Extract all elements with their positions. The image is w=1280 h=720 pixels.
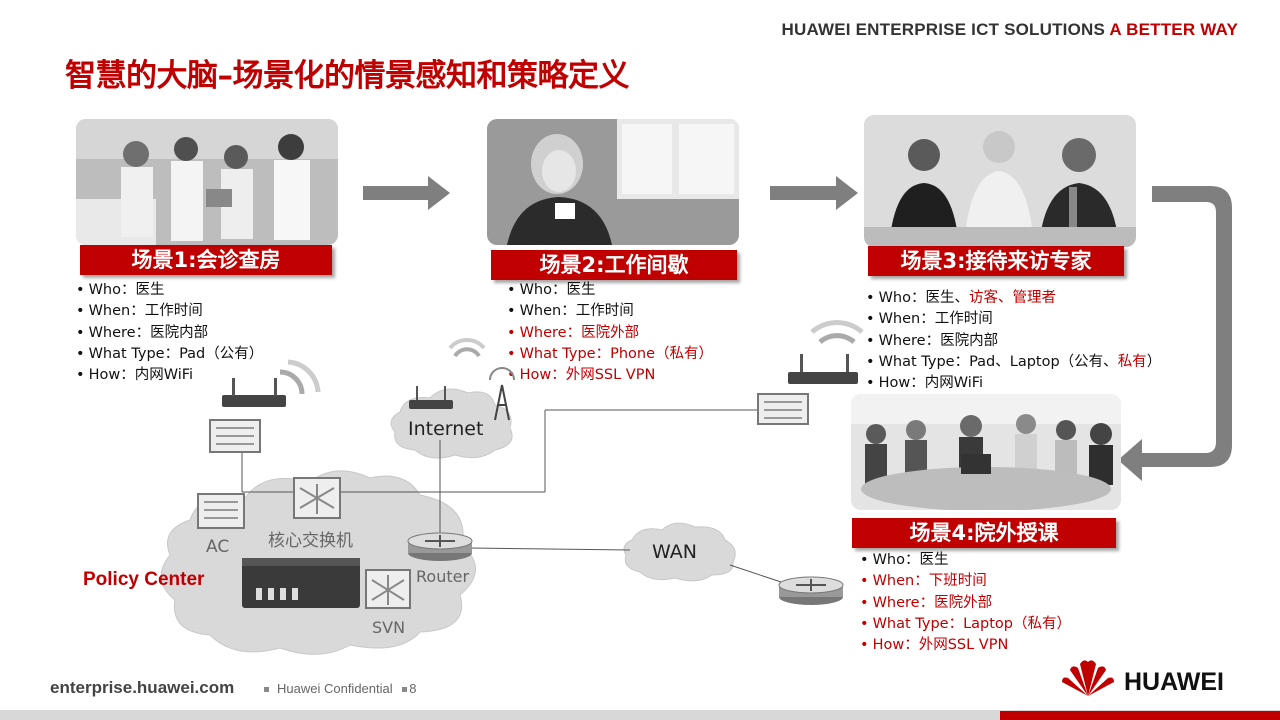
link-wan-router2 <box>729 564 791 586</box>
scene2-when: When：工作时间 <box>507 301 713 322</box>
scene2-details: Who：医生 When：工作时间 Where：医院外部 What Type：Ph… <box>507 280 713 386</box>
scene3-who: Who：医生、访客、管理者 <box>866 288 1161 309</box>
wan-cloud <box>623 522 736 582</box>
page-title: 智慧的大脑–场景化的情景感知和策略定义 <box>65 58 630 94</box>
svn-label: SVN <box>372 618 406 637</box>
scene3-type: What Type：Pad、Laptop（公有、私有） <box>866 352 1162 373</box>
router-icon <box>407 532 473 561</box>
router2-icon <box>778 576 844 605</box>
scene1-details: Who：医生 When：工作时间 Where：医院内部 What Type：Pa… <box>76 280 264 386</box>
scene3-when: When：工作时间 <box>866 309 1161 330</box>
scene3-banner: 场景3:接待来访专家 <box>868 246 1124 276</box>
scene4-type: What Type：Laptop（私有） <box>860 614 1071 635</box>
core-switch-label: 核心交换机 <box>268 531 353 551</box>
huawei-logo-text: HUAWEI <box>1124 668 1224 696</box>
switch-scene1 <box>209 419 261 453</box>
link-router-wan <box>469 547 631 551</box>
header-brand: HUAWEI ENTERPRISE ICT SOLUTIONS A BETTER… <box>781 20 1238 40</box>
scene3-type-tail: ） <box>1146 353 1162 370</box>
wan-label: WAN <box>652 541 697 563</box>
scene1-who: Who：医生 <box>76 280 263 301</box>
header-brand-text: HUAWEI ENTERPRISE ICT SOLUTIONS <box>781 20 1106 39</box>
scene4-when: When：下班时间 <box>860 571 1071 592</box>
scene1-type: What Type：Pad（公有） <box>76 344 264 365</box>
scene4-photo <box>851 394 1121 510</box>
scene3-where: Where：医院内部 <box>866 331 1161 352</box>
scene1-where: Where：医院内部 <box>76 323 263 344</box>
huawei-logo-icon <box>1062 660 1114 696</box>
scene1-photo <box>76 119 338 245</box>
router-label: Router <box>416 567 470 586</box>
ac-label: AC <box>206 537 230 557</box>
scene4-who: Who：医生 <box>860 550 1071 571</box>
scene2-who: Who：医生 <box>507 280 713 301</box>
ac-icon <box>197 493 245 529</box>
scene3-who-highlight: 访客、管理者 <box>968 290 1056 306</box>
scene2-where: Where：医院外部 <box>507 323 713 344</box>
ap-scene3 <box>788 320 864 384</box>
scene3-how: How：内网WiFi <box>866 373 1161 394</box>
scene4-details: Who：医生 When：下班时间 Where：医院外部 What Type：La… <box>860 550 1071 656</box>
policy-server-icon <box>242 558 360 608</box>
footer-confidential-text: Huawei Confidential <box>277 681 393 696</box>
arrow-scene2-to-3 <box>770 176 858 210</box>
scene3-details: Who：医生、访客、管理者 When：工作时间 Where：医院内部 What … <box>866 288 1162 394</box>
scene3-type-highlight: 私有 <box>1117 353 1147 370</box>
footer-page-number: 8 <box>409 681 417 696</box>
scene3-type-text: What Type：Pad、Laptop（公有、 <box>878 353 1118 370</box>
scene4-how: How：外网SSL VPN <box>860 635 1071 656</box>
cell-tower-icon <box>489 367 515 421</box>
scene3-photo <box>864 115 1136 247</box>
scene2-type: What Type：Phone（私有） <box>507 344 713 365</box>
footer-bar <box>0 710 1280 720</box>
scene2-how: How：外网SSL VPN <box>507 365 713 386</box>
arrow-scene3-to-4 <box>1118 186 1232 481</box>
scene1-banner: 场景1:会诊查房 <box>80 245 332 275</box>
ap-internet <box>409 337 486 409</box>
scene4-where: Where：医院外部 <box>860 593 1071 614</box>
scene3-who-text: Who：医生、 <box>878 290 969 306</box>
scene1-when: When：工作时间 <box>76 301 263 322</box>
ap-scene1 <box>222 359 321 407</box>
footer-confidential: Huawei Confidential 8 <box>264 681 416 696</box>
policy-center-label: Policy Center <box>83 569 205 590</box>
footer-square-1 <box>264 687 269 693</box>
scene1-how: How：内网WiFi <box>76 365 263 386</box>
footer-site: enterprise.huawei.com <box>50 678 235 697</box>
svn-icon <box>365 569 411 609</box>
footer-bar-accent <box>1000 711 1280 720</box>
footer-square-2 <box>402 687 408 693</box>
core-switch-icon <box>293 477 341 519</box>
internet-label: Internet <box>408 418 484 440</box>
scene2-banner: 场景2:工作间歇 <box>491 250 737 280</box>
switch-scene3 <box>757 393 809 425</box>
scene4-banner: 场景4:院外授课 <box>852 518 1116 548</box>
scene2-photo <box>487 119 739 245</box>
arrow-scene1-to-2 <box>363 176 450 210</box>
header-tagline: A BETTER WAY <box>1109 20 1238 39</box>
